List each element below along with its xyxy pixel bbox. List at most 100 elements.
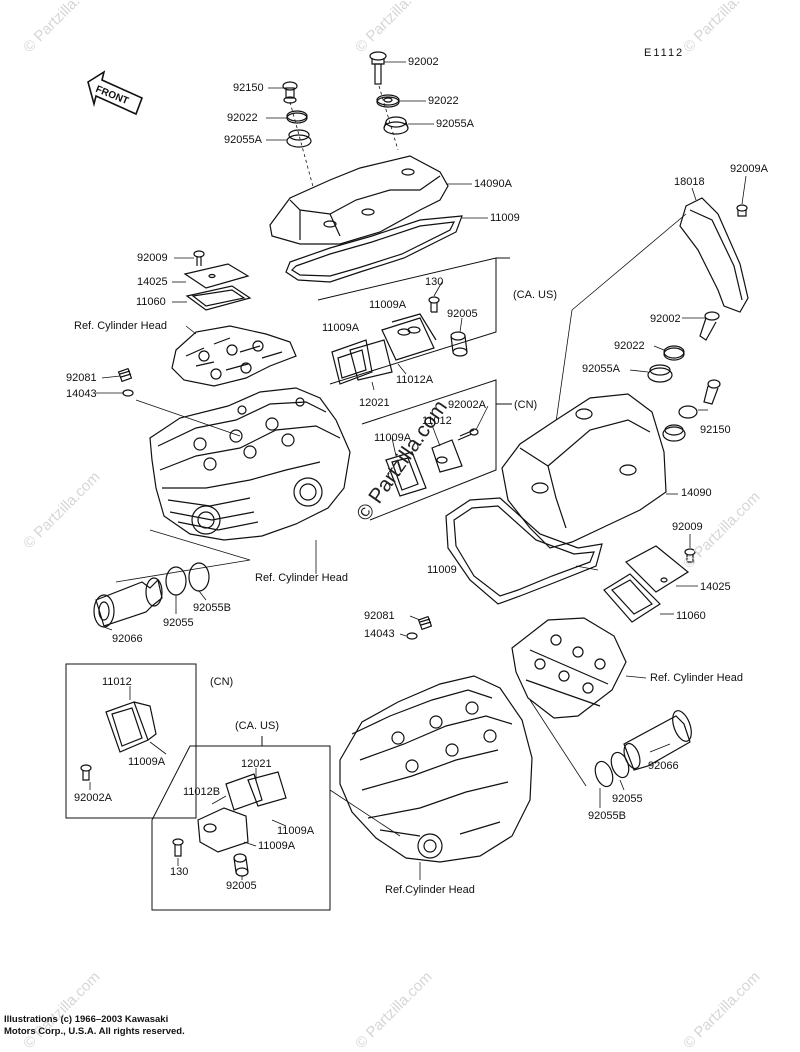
label-130-top: 130 bbox=[425, 276, 444, 288]
intake-pipe-92066-right bbox=[623, 710, 692, 771]
label-92002-top: 92002 bbox=[408, 56, 439, 68]
oring-14043-left bbox=[122, 389, 134, 397]
cover-18018 bbox=[679, 197, 749, 313]
bolt-92002a-lower bbox=[80, 764, 92, 781]
oring-14043-right bbox=[406, 632, 418, 640]
oring-92055b-right bbox=[594, 760, 614, 788]
bolt-92002-right bbox=[699, 311, 720, 341]
label-ca-us-top: (CA. US) bbox=[513, 289, 557, 301]
label-11009-top: 11009 bbox=[490, 212, 520, 224]
label-ref-cylinder-head-4: Ref.Cylinder Head bbox=[385, 884, 475, 896]
label-92009-left: 92009 bbox=[137, 252, 168, 264]
label-11012-box: 11012 bbox=[102, 676, 132, 688]
bolt-92009-left bbox=[193, 250, 205, 266]
cylinder-head-upper-right bbox=[511, 617, 627, 719]
label-11012a: 11012A bbox=[396, 374, 434, 386]
bolt-130-top bbox=[428, 296, 440, 313]
label-14043-left: 14043 bbox=[66, 388, 97, 400]
label-14090: 14090 bbox=[681, 487, 712, 499]
label-14025-right: 14025 bbox=[700, 581, 731, 593]
gasket-11009-right bbox=[445, 497, 603, 605]
ca-us-valve-group-lower bbox=[197, 771, 287, 853]
intake-pipe-92066-left bbox=[93, 577, 163, 628]
washer-92022-right bbox=[663, 345, 685, 361]
label-92066-right: 92066 bbox=[648, 760, 679, 772]
label-12021-box: 12021 bbox=[241, 758, 272, 770]
label-92022-top-left: 92022 bbox=[227, 112, 258, 124]
label-14025-left: 14025 bbox=[137, 276, 168, 288]
bolt-92009-right bbox=[684, 548, 696, 563]
label-92066-left: 92066 bbox=[112, 633, 143, 645]
label-92022-right: 92022 bbox=[614, 340, 645, 352]
gasket-11060-left bbox=[185, 285, 252, 311]
label-ca-us-box: (CA. US) bbox=[235, 720, 279, 732]
label-12021-top: 12021 bbox=[359, 397, 390, 409]
front-arrow-icon bbox=[87, 70, 144, 116]
label-11009a-t2: 11009A bbox=[322, 322, 360, 334]
label-92081-left: 92081 bbox=[66, 372, 97, 384]
grommet-92055a-top-right bbox=[383, 116, 409, 135]
label-92150-right: 92150 bbox=[700, 424, 731, 436]
label-92055a-right: 92055A bbox=[582, 363, 620, 375]
cylinder-head-left bbox=[149, 387, 351, 541]
gasket-11060-right bbox=[603, 573, 661, 623]
label-130-box: 130 bbox=[170, 866, 189, 878]
label-11009a-box3: 11009A bbox=[258, 840, 296, 852]
grommet-92055a-top-left bbox=[286, 129, 312, 148]
grommet-right-lower bbox=[662, 405, 698, 442]
cylinder-head-right bbox=[339, 675, 533, 863]
label-92002-right: 92002 bbox=[650, 313, 681, 325]
label-92150-top: 92150 bbox=[233, 82, 264, 94]
credit-line-2: Motors Corp., U.S.A. All rights reserved… bbox=[4, 1026, 185, 1037]
label-92055-left: 92055 bbox=[163, 617, 194, 629]
label-92055a-top-left: 92055A bbox=[224, 134, 262, 146]
label-cn-box: (CN) bbox=[210, 676, 234, 688]
cn-valve-group-lower bbox=[105, 701, 157, 753]
diagram-code: E1112 bbox=[644, 47, 685, 59]
screw-92081-left bbox=[117, 367, 133, 383]
washer-92022-top-right bbox=[376, 94, 400, 108]
label-92055a-top-right: 92055A bbox=[436, 118, 474, 130]
label-ref-cylinder-head-2: Ref. Cylinder Head bbox=[255, 572, 348, 584]
bolt-92002a-top bbox=[457, 428, 479, 441]
pipe-92005-top bbox=[450, 331, 468, 357]
grommet-92055a-right bbox=[647, 364, 673, 383]
label-92005-top: 92005 bbox=[447, 308, 478, 320]
label-11060-left: 11060 bbox=[136, 296, 166, 308]
head-cover-14090a bbox=[269, 155, 449, 245]
label-ref-cylinder-head-1: Ref. Cylinder Head bbox=[74, 320, 167, 332]
label-92055b-left: 92055B bbox=[193, 602, 231, 614]
cn-valve-group-top bbox=[385, 439, 463, 497]
screw-92081-right bbox=[417, 615, 433, 631]
washer-92022-top-left bbox=[286, 110, 308, 124]
label-18018: 18018 bbox=[674, 176, 705, 188]
label-14043-right: 14043 bbox=[364, 628, 395, 640]
oring-92055b-left bbox=[188, 562, 210, 592]
bolt-92150-top bbox=[282, 81, 298, 104]
label-11012b: 11012B bbox=[183, 786, 221, 798]
label-92055b-right: 92055B bbox=[588, 810, 626, 822]
bolt-92150-right bbox=[703, 379, 721, 405]
credit-line-1: Illustrations (c) 1966–2003 Kawasaki bbox=[4, 1014, 169, 1025]
label-92002a-box: 92002A bbox=[74, 792, 112, 804]
ca-us-box-frame bbox=[151, 736, 331, 911]
label-11009a-t1: 11009A bbox=[369, 299, 407, 311]
label-92009a: 92009A bbox=[730, 163, 768, 175]
label-92002a-top: 92002A bbox=[448, 399, 486, 411]
label-cn-top: (CN) bbox=[514, 399, 538, 411]
label-92081-right: 92081 bbox=[364, 610, 395, 622]
label-14090a: 14090A bbox=[474, 178, 512, 190]
gasket-11009-top bbox=[285, 215, 463, 283]
cn-box-frame bbox=[65, 663, 197, 819]
label-11009a-t3: 11009A bbox=[374, 432, 412, 444]
label-11009a-box: 11009A bbox=[128, 756, 166, 768]
copyright-credit: Illustrations (c) 1966–2003 Kawasaki Mot… bbox=[4, 1014, 185, 1038]
plate-14025-right bbox=[625, 545, 690, 593]
head-cover-14090 bbox=[501, 393, 667, 549]
cylinder-head-upper-left bbox=[171, 325, 297, 387]
label-11012-top: 11012 bbox=[422, 415, 452, 427]
label-11060-right: 11060 bbox=[676, 610, 706, 622]
label-ref-cylinder-head-3: Ref. Cylinder Head bbox=[650, 672, 743, 684]
label-11009-right: 11009 bbox=[427, 564, 457, 576]
